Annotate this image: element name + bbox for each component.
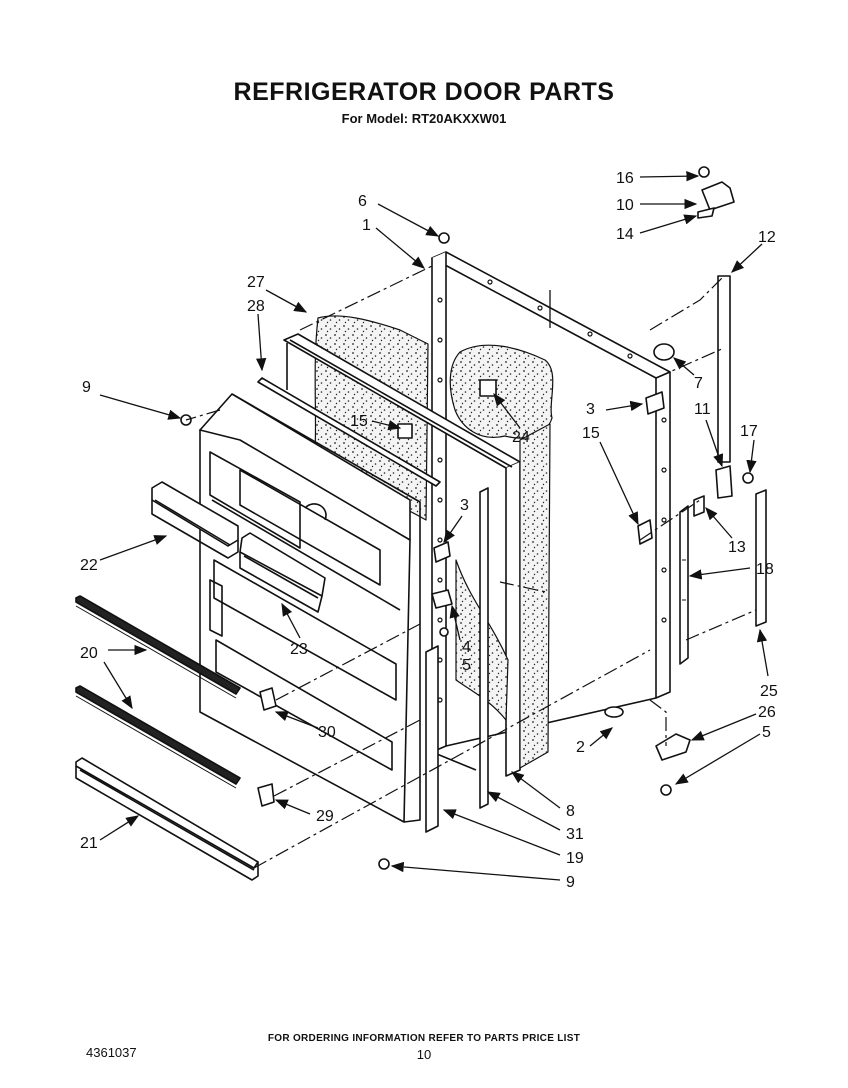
callout-25: 25 — [760, 683, 778, 700]
page-title: REFRIGERATOR DOOR PARTS — [233, 78, 615, 106]
callout-23: 23 — [290, 641, 308, 658]
callout-10: 10 — [616, 197, 634, 214]
callout-1: 1 — [362, 217, 371, 234]
callout-20: 20 — [80, 645, 98, 662]
model-subtitle: For Model: RT20AKXXW01 — [341, 111, 507, 126]
callout-31: 31 — [566, 826, 584, 843]
callout-29: 29 — [316, 808, 334, 825]
small-parts — [180, 232, 754, 870]
callout-13: 13 — [728, 539, 746, 556]
callout-9-bottom: 9 — [566, 874, 575, 891]
door-liner — [199, 393, 421, 823]
callout-labels: 6 1 16 10 14 12 27 28 7 9 15 24 3 11 17 … — [80, 170, 778, 891]
callout-5-center: 5 — [462, 657, 471, 674]
shelf-22 — [151, 481, 239, 559]
hinge-bar-12 — [717, 275, 731, 463]
ordering-note: FOR ORDERING INFORMATION REFER TO PARTS … — [267, 1033, 581, 1044]
leader-lines — [99, 171, 769, 881]
rail-20-upper — [75, 595, 241, 699]
strip-18 — [679, 505, 689, 665]
bottom-hinge-26 — [655, 733, 691, 761]
callout-16: 16 — [616, 170, 634, 187]
callout-24: 24 — [512, 429, 530, 446]
callout-14: 14 — [616, 226, 634, 243]
callout-30: 30 — [318, 724, 336, 741]
gasket-strips — [425, 487, 489, 833]
rail-21 — [75, 757, 259, 881]
callout-12: 12 — [758, 229, 776, 246]
shelf-23 — [239, 532, 326, 613]
callout-28: 28 — [247, 298, 265, 315]
callout-3-right: 3 — [586, 401, 595, 418]
callout-18: 18 — [756, 561, 774, 578]
bracket-25 — [755, 489, 767, 627]
callout-19: 19 — [566, 850, 584, 867]
callout-11: 11 — [694, 401, 711, 418]
callout-9-top: 9 — [82, 379, 91, 396]
side-insulation-strip — [519, 423, 551, 769]
callout-4: 4 — [462, 639, 471, 656]
callout-27: 27 — [247, 274, 265, 291]
callout-8: 8 — [566, 803, 575, 820]
outer-door-panel — [431, 251, 671, 771]
callout-5-right: 5 — [762, 724, 771, 741]
callout-15-left: 15 — [350, 413, 368, 430]
callout-6: 6 — [358, 193, 367, 210]
callout-2: 2 — [576, 739, 585, 756]
callout-17: 17 — [740, 423, 758, 440]
callout-15-right: 15 — [582, 425, 600, 442]
callout-7: 7 — [694, 375, 703, 392]
callout-22: 22 — [80, 557, 98, 574]
alignment-lines — [185, 265, 757, 869]
document-number: 4361037 — [86, 1045, 137, 1060]
hinge-bracket-11 — [715, 465, 733, 499]
page-number: 10 — [416, 1047, 432, 1062]
callout-26: 26 — [758, 704, 776, 721]
foam-patch — [449, 344, 554, 439]
hinge-top-10 — [697, 166, 735, 219]
rail-20-lower — [75, 685, 241, 789]
callout-21: 21 — [80, 835, 98, 852]
callout-3-center: 3 — [460, 497, 469, 514]
